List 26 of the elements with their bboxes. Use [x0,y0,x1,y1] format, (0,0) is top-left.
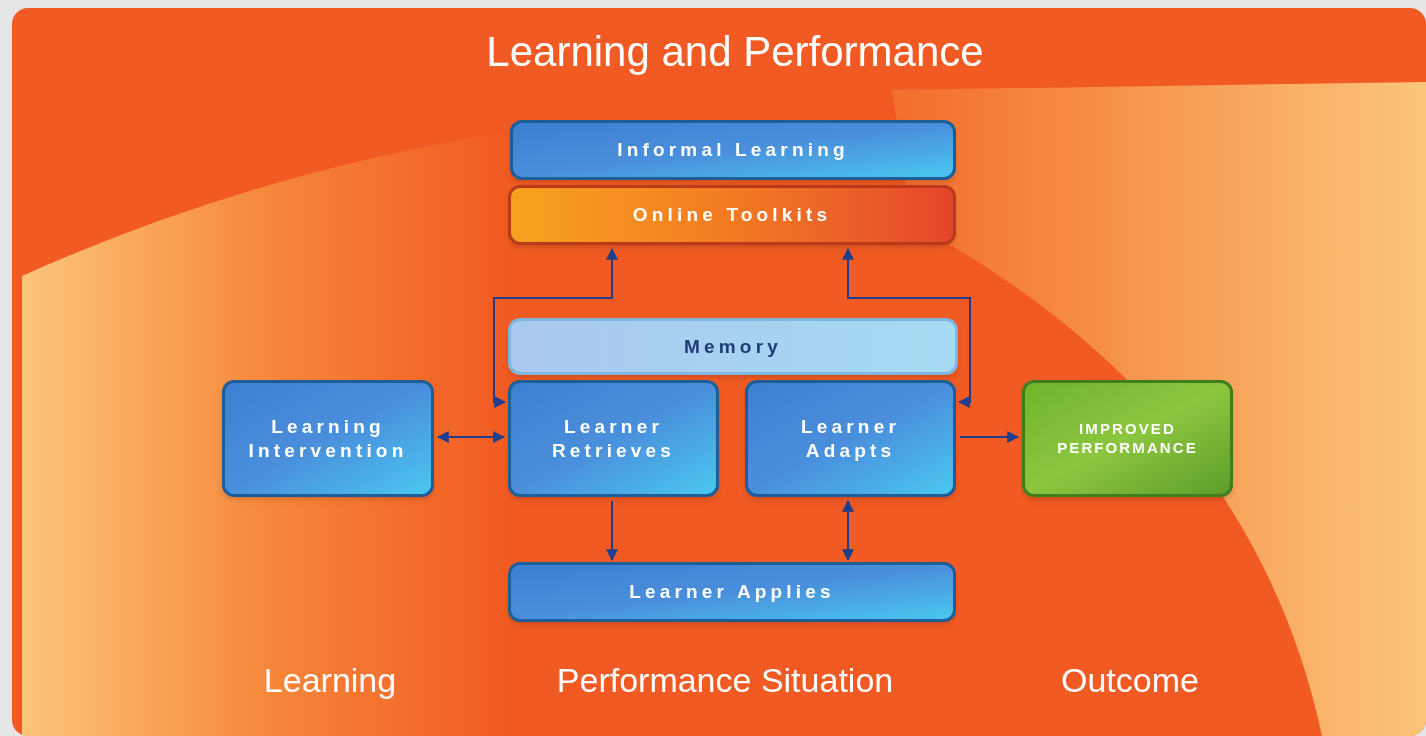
node-label: Online Toolkits [631,203,833,227]
diagram-title: Learning and Performance [485,27,985,77]
process-box [510,120,956,180]
process-box [745,380,956,497]
memory-box [508,318,958,375]
column-label: Outcome [1060,660,1200,701]
arrow [493,247,618,408]
node-label: Learner Retrieves [550,414,677,463]
node-label: Learning Intervention [247,414,409,463]
arrow [842,247,971,408]
arrow [959,431,1020,443]
node-label: Learner Applies [628,580,836,604]
process-box [508,380,719,497]
toolkit-box [508,185,956,245]
outcome-box [1022,380,1233,497]
process-box [222,380,434,497]
arrow [436,431,506,443]
node-label: Learner Adapts [800,414,901,463]
column-label: Learning [262,660,398,701]
node-label: Informal Learning [616,138,850,162]
process-box [508,562,956,622]
arrow [606,500,618,562]
arrow [842,499,854,562]
column-label: Performance Situation [555,660,895,701]
node-label: IMPROVED PERFORMANCE [1056,419,1199,458]
node-label: Memory [683,334,783,359]
